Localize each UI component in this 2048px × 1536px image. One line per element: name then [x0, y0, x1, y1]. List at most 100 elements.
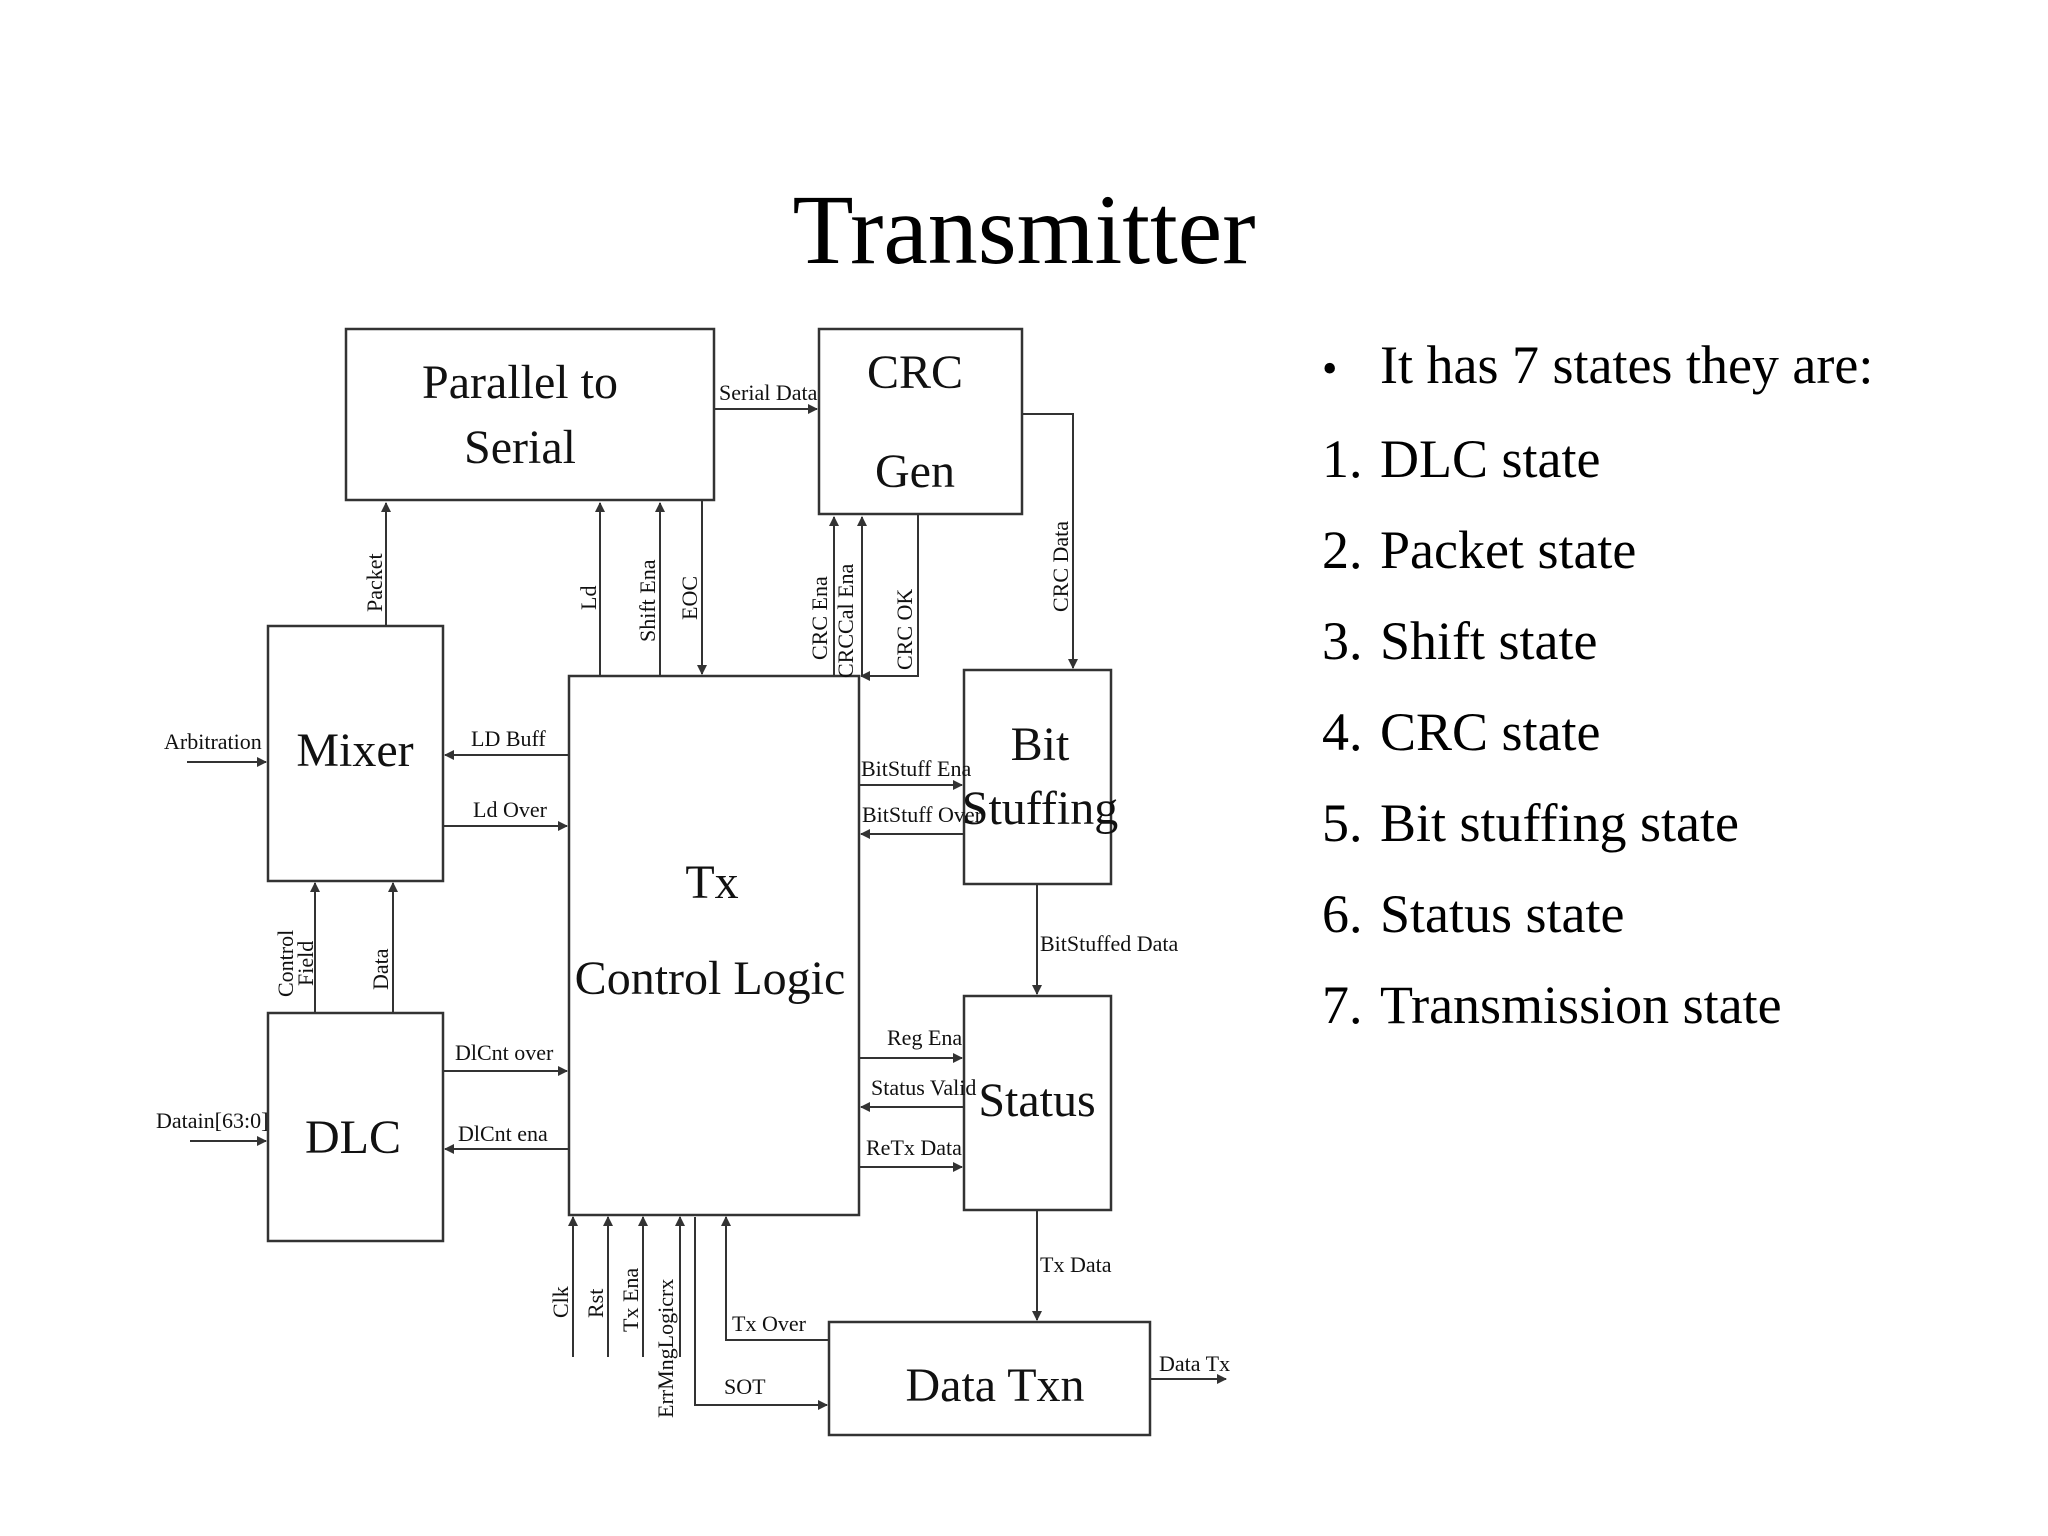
datain-signal: Datain[63:0]	[156, 1108, 268, 1146]
svg-text:Data Txn: Data Txn	[905, 1359, 1084, 1412]
bitstuffed-data-signal: BitStuffed Data	[1032, 884, 1179, 995]
svg-text:Datain[63:0]: Datain[63:0]	[156, 1108, 268, 1133]
control-field-signal: Control Field	[273, 882, 320, 1013]
item-number: 6.	[1322, 884, 1363, 944]
svg-text:DlCnt ena: DlCnt ena	[458, 1121, 548, 1146]
item-number: 4.	[1322, 702, 1363, 762]
svg-text:Data: Data	[368, 948, 393, 990]
svg-text:Gen: Gen	[875, 445, 955, 498]
item-label: Packet state	[1380, 520, 1637, 580]
crccal-ena-signal: CRCCal Ena	[833, 516, 867, 678]
parallel-to-serial-block: Parallel to Serial	[344, 327, 716, 502]
svg-text:CRC Ena: CRC Ena	[807, 576, 832, 660]
retx-data-signal: ReTx Data	[859, 1135, 963, 1172]
reg-ena-signal: Reg Ena	[859, 1025, 963, 1063]
svg-text:Ld Over: Ld Over	[473, 797, 548, 822]
shift-ena-signal: Shift Ena	[635, 502, 665, 676]
svg-text:Shift Ena: Shift Ena	[635, 559, 660, 642]
eoc-signal: EOC	[677, 500, 707, 675]
dlcnt-ena-signal: DlCnt ena	[444, 1121, 569, 1154]
list-item: 7. Transmission state	[1322, 960, 2022, 1051]
svg-text:Data Tx: Data Tx	[1159, 1351, 1230, 1376]
list-item: 4. CRC state	[1322, 687, 2022, 778]
item-number: 7.	[1322, 975, 1363, 1035]
crc-ok-signal: CRC OK	[860, 514, 919, 681]
sot-signal: SOT	[694, 1217, 828, 1410]
ld-over-signal: Ld Over	[443, 797, 568, 831]
status-valid-signal: Status Valid	[860, 1075, 976, 1112]
svg-text:BitStuff Over: BitStuff Over	[862, 802, 983, 827]
status-block: Status	[962, 994, 1113, 1212]
arbitration-signal: Arbitration	[164, 729, 267, 767]
svg-text:EOC: EOC	[677, 576, 702, 620]
tx-ena-signal: Tx Ena	[618, 1216, 648, 1357]
svg-text:Serial Data: Serial Data	[719, 380, 818, 405]
clk-signal: Clk	[548, 1216, 578, 1357]
ld-signal: Ld	[576, 502, 605, 676]
svg-text:Status Valid: Status Valid	[871, 1075, 976, 1100]
svg-text:DLC: DLC	[305, 1111, 401, 1164]
list-item: 2.Packet state	[1322, 505, 2022, 596]
svg-text:BitStuff Ena: BitStuff Ena	[861, 756, 971, 781]
list-intro-text: It has 7 states they are:	[1380, 335, 1874, 395]
svg-text:DlCnt over: DlCnt over	[455, 1040, 554, 1065]
item-label: CRC state	[1380, 702, 1601, 762]
svg-text:BitStuffed Data: BitStuffed Data	[1040, 931, 1179, 956]
dlc-block: DLC	[266, 1011, 445, 1243]
svg-text:SOT: SOT	[724, 1374, 766, 1399]
svg-text:Ld: Ld	[576, 586, 601, 610]
errmnglogicrx-signal: ErrMngLogicrx	[653, 1216, 685, 1418]
data-signal: Data	[368, 882, 398, 1013]
item-number: 1.	[1322, 429, 1363, 489]
bullet-marker: •	[1322, 344, 1338, 393]
data-tx-signal: Data Tx	[1150, 1351, 1230, 1384]
list-intro: • It has 7 states they are:	[1322, 320, 2022, 414]
svg-text:Tx Data: Tx Data	[1040, 1252, 1112, 1277]
tx-data-signal: Tx Data	[1032, 1210, 1112, 1321]
svg-text:Field: Field	[293, 941, 318, 986]
item-number: 5.	[1322, 793, 1363, 853]
bitstuff-ena-signal: BitStuff Ena	[859, 756, 971, 790]
item-label: Shift state	[1380, 611, 1598, 671]
svg-text:Mixer: Mixer	[296, 724, 413, 777]
svg-text:Tx Over: Tx Over	[732, 1311, 807, 1336]
dlcnt-over-signal: DlCnt over	[443, 1040, 568, 1076]
svg-text:CRC: CRC	[867, 346, 963, 399]
item-label: DLC state	[1380, 429, 1601, 489]
item-label: Status state	[1380, 884, 1625, 944]
list-item: 5. Bit stuffing state	[1322, 778, 2022, 869]
ld-buff-signal: LD Buff	[444, 726, 569, 760]
svg-text:Arbitration: Arbitration	[164, 729, 262, 754]
states-list: • It has 7 states they are: 1. DLC state 2…	[1322, 320, 2022, 1051]
bitstuff-over-signal: BitStuff Over	[860, 802, 983, 839]
svg-text:LD Buff: LD Buff	[471, 726, 546, 751]
bit-stuffing-block: Bit Stuffing	[962, 668, 1118, 886]
mixer-block: Mixer	[266, 624, 445, 883]
item-label: Bit stuffing state	[1380, 793, 1739, 853]
svg-text:CRCCal Ena: CRCCal Ena	[833, 563, 858, 678]
svg-text:Reg Ena: Reg Ena	[887, 1025, 962, 1050]
svg-text:Tx Ena: Tx Ena	[618, 1268, 643, 1332]
crc-data-signal: CRC Data	[1022, 413, 1078, 669]
serial-data-signal: Serial Data	[714, 380, 818, 414]
svg-text:Bit: Bit	[1011, 718, 1070, 771]
data-txn-block: Data Txn	[827, 1320, 1152, 1437]
tx-control-logic-block: Tx Control Logic	[567, 674, 861, 1217]
tx-over-signal: Tx Over	[721, 1216, 829, 1341]
item-number: 3.	[1322, 611, 1363, 671]
svg-text:Stuffing: Stuffing	[962, 782, 1118, 835]
svg-text:Tx: Tx	[685, 856, 738, 909]
svg-text:Parallel to: Parallel to	[422, 356, 618, 409]
list-item: 1. DLC state	[1322, 414, 2022, 505]
svg-text:ReTx Data: ReTx Data	[866, 1135, 962, 1160]
svg-text:Serial: Serial	[464, 421, 576, 474]
svg-text:CRC Data: CRC Data	[1048, 521, 1073, 612]
svg-text:CRC OK: CRC OK	[892, 589, 917, 670]
list-item: 3. Shift state	[1322, 596, 2022, 687]
list-item: 6. Status state	[1322, 869, 2022, 960]
crc-ena-signal: CRC Ena	[807, 516, 839, 676]
svg-text:Status: Status	[978, 1074, 1095, 1127]
item-label: Transmission state	[1380, 975, 1782, 1035]
slide-title: Transmitter	[792, 174, 1256, 285]
